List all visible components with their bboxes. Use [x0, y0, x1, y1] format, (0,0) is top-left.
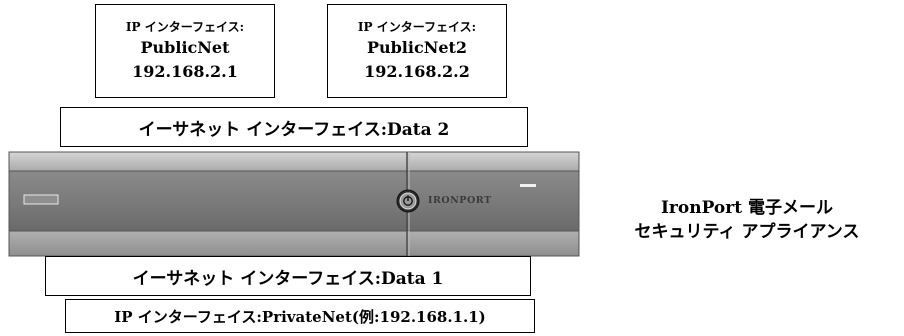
caption-line-1: IronPort 電子メール	[660, 198, 833, 218]
appliance-caption: IronPort 電子メール セキュリティ アプライアンス	[590, 196, 904, 244]
interface-name: PublicNet2	[366, 38, 468, 57]
interface-name: PublicNet	[140, 38, 230, 57]
brand-logo-text: IRONPORT	[428, 195, 492, 206]
ip-interface-label: IP インターフェイス:	[125, 20, 245, 34]
ip-interface-box-privatenet: IP インターフェイス:PrivateNet(例:192.168.1.1)	[65, 299, 535, 333]
appliance-chassis	[8, 151, 580, 257]
ip-interface-box-publicnet2: IP インターフェイス: PublicNet2 192.168.2.2	[327, 4, 507, 98]
private-interface-label: IP インターフェイス:PrivateNet(例:192.168.1.1)	[114, 307, 486, 326]
interface-address: 192.168.2.1	[132, 62, 238, 81]
ethernet-interface-label: イーサネット インターフェイス:Data 1	[132, 268, 444, 289]
ethernet-interface-label: イーサネット インターフェイス:Data 2	[138, 119, 450, 140]
ip-interface-box-publicnet: IP インターフェイス: PublicNet 192.168.2.1	[95, 4, 275, 98]
interface-address: 192.168.2.2	[364, 62, 470, 81]
ethernet-interface-data2: イーサネット インターフェイス:Data 2	[60, 107, 528, 147]
caption-line-2: セキュリティ アプライアンス	[634, 222, 860, 242]
ip-interface-label: IP インターフェイス:	[357, 20, 477, 34]
ethernet-interface-data1: イーサネット インターフェイス:Data 1	[45, 256, 531, 296]
